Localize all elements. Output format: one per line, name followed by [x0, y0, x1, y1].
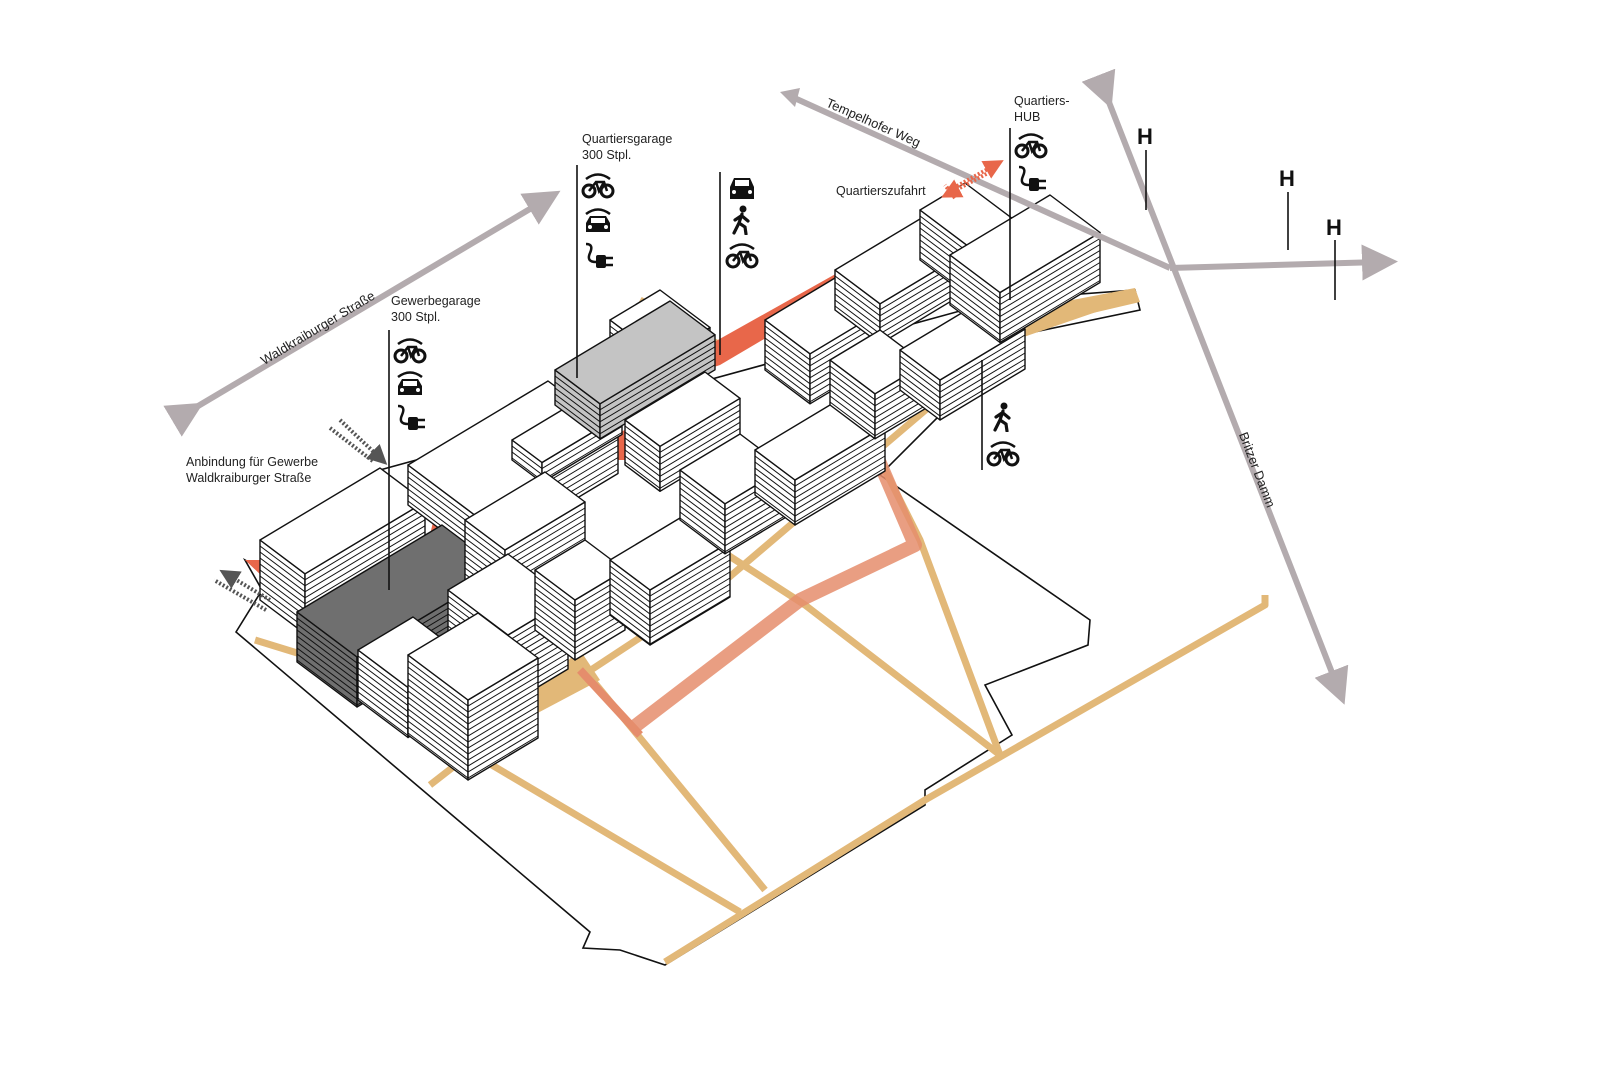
label-line: 300 Stpl.: [582, 148, 632, 162]
label-line: 300 Stpl.: [391, 310, 441, 324]
east-arrow: [1169, 244, 1398, 281]
bike-sharing-icon: [986, 441, 1020, 467]
building-block: [624, 371, 741, 492]
building-block: [407, 612, 539, 781]
label-line: Gewerbegarage: [391, 294, 481, 308]
gewerbegarage-label: Gewerbegarage 300 Stpl.: [391, 293, 481, 325]
bike-sharing-icon: [393, 338, 427, 364]
bike-sharing-icon: [581, 173, 615, 199]
bus-stop-marker: H: [1326, 215, 1342, 240]
tempelhofer-arrowhead: [780, 88, 800, 107]
bus-stop-marker: H: [1279, 166, 1295, 191]
label-line: Anbindung für Gewerbe: [186, 455, 319, 469]
bike-sharing-icon: [1014, 133, 1048, 159]
diagonal-path: [577, 667, 643, 738]
access-arrows: [213, 418, 388, 612]
pedestrian-icon: [993, 402, 1011, 432]
hub-label: Quartiers- HUB: [1014, 93, 1070, 125]
britzer-arrow: [1081, 68, 1349, 705]
anbindung-label: Anbindung für Gewerbe Waldkraiburger Str…: [186, 454, 318, 486]
pedestrian-icon: [732, 205, 750, 235]
zufahrt-arrow: [941, 160, 1004, 200]
waldkraiburger-arrow: [163, 190, 561, 437]
ev-charging-icon: [1017, 165, 1048, 193]
ev-charging-icon: [584, 242, 615, 270]
car-sharing-icon: [584, 208, 612, 234]
bus-stop-marker: H: [1137, 124, 1153, 149]
street-arrows: [163, 68, 1398, 705]
label-line: HUB: [1014, 110, 1041, 124]
leader-lines: [388, 128, 1336, 590]
main-green-path: [625, 437, 922, 736]
label-line: Waldkraiburger Straße: [186, 471, 312, 485]
label-line: Quartiersgarage: [582, 132, 673, 146]
quartiersgarage-label: Quartiersgarage 300 Stpl.: [582, 131, 672, 163]
label-line: Quartiers-: [1014, 94, 1070, 108]
car-sharing-icon: [396, 371, 424, 397]
bike-sharing-icon: [725, 243, 759, 269]
ev-charging-icon: [396, 404, 427, 432]
zufahrt-label: Quartierszufahrt: [836, 184, 926, 198]
buildings: [259, 182, 1101, 781]
car-icon: [730, 178, 754, 199]
